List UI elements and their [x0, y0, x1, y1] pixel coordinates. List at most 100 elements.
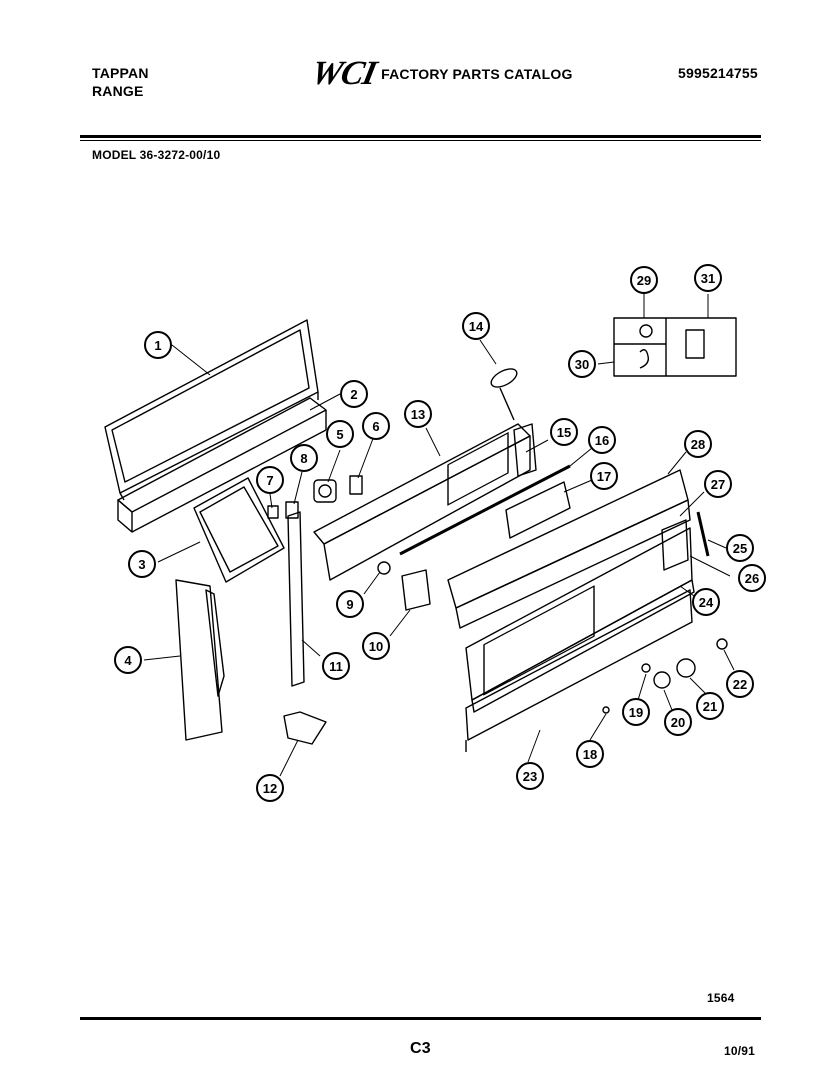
part-13-backguard-frame [313, 423, 531, 581]
callout-number: 18 [583, 747, 597, 762]
callout-number: 10 [369, 639, 383, 654]
callout-circle [696, 692, 724, 720]
callout-number: 11 [329, 659, 343, 674]
callout-number: 24 [699, 595, 714, 610]
callout-24: 24 [692, 588, 720, 616]
callout-7: 7 [256, 466, 284, 494]
callout-circle [336, 590, 364, 618]
callout-circle [362, 412, 390, 440]
callout-11: 11 [322, 652, 350, 680]
part-8-clip [285, 501, 299, 519]
callout-circle [462, 312, 490, 340]
revision-date: 10/91 [724, 1044, 756, 1058]
part-18-screw [602, 706, 610, 714]
callout-number: 27 [711, 477, 725, 492]
callout-circle [622, 698, 650, 726]
callout-circle [340, 380, 368, 408]
callout-circle [362, 632, 390, 660]
callout-2: 2 [340, 380, 368, 408]
callout-number: 1 [154, 338, 161, 353]
catalog-header: WCI FACTORY PARTS CATALOG [308, 55, 573, 93]
callout-number: 8 [300, 451, 307, 466]
callout-number: 9 [346, 597, 353, 612]
part-21-knob [676, 658, 696, 678]
callout-circle [322, 652, 350, 680]
part-3-end-bracket [193, 477, 285, 583]
callout-number: 4 [124, 653, 132, 668]
callout-number: 29 [637, 273, 651, 288]
callout-circle [630, 266, 658, 294]
callout-circle [738, 564, 766, 592]
part-9-knob [377, 561, 391, 575]
part-30-spring-clip [639, 349, 650, 369]
part-27-control-panel [465, 527, 693, 701]
part-19-spring [641, 663, 651, 673]
callout-number: 16 [595, 433, 609, 448]
callout-16: 16 [588, 426, 616, 454]
page-code: C3 [410, 1040, 431, 1057]
callout-26: 26 [738, 564, 766, 592]
callout-21: 21 [696, 692, 724, 720]
part-23-lower-panel [465, 589, 693, 752]
callout-29: 29 [630, 266, 658, 294]
callout-number: 28 [691, 437, 705, 452]
part-20-knob [653, 671, 671, 689]
catalog-part-number: 5995214755 [678, 65, 758, 81]
callout-bubbles: 1234567891011121314151617181920212223242… [114, 264, 766, 802]
callout-30: 30 [568, 350, 596, 378]
callout-circle [144, 331, 172, 359]
callout-25: 25 [726, 534, 754, 562]
part-1-trim-panel [104, 319, 319, 501]
part-11-strap [287, 511, 305, 687]
callout-31: 31 [694, 264, 722, 292]
callout-28: 28 [684, 430, 712, 458]
callout-circle [550, 418, 578, 446]
callout-circle [726, 670, 754, 698]
model-number: MODEL 36-3272-00/10 [92, 148, 221, 162]
part-4-side-trim [175, 579, 225, 741]
part-10-plate [401, 569, 431, 611]
callout-1: 1 [144, 331, 172, 359]
part-31-switch [685, 329, 705, 359]
callout-8: 8 [290, 444, 318, 472]
callout-circle [326, 420, 354, 448]
callout-number: 30 [575, 357, 589, 372]
part-28-console-cap [447, 469, 691, 629]
callout-leaders [143, 294, 735, 777]
part-15-bracket [513, 423, 537, 477]
callout-6: 6 [362, 412, 390, 440]
callout-5: 5 [326, 420, 354, 448]
callout-number: 15 [557, 425, 571, 440]
callout-9: 9 [336, 590, 364, 618]
callout-15: 15 [550, 418, 578, 446]
part-16-tube [399, 464, 571, 556]
footer-rule [80, 1017, 761, 1020]
callout-number: 6 [372, 419, 379, 434]
drawing-number: 1564 [707, 991, 735, 1005]
callout-23: 23 [516, 762, 544, 790]
callout-number: 23 [523, 769, 537, 784]
callout-number: 17 [597, 469, 611, 484]
header-rule-thin [80, 140, 761, 141]
callout-circle [290, 444, 318, 472]
part-5-switch [313, 479, 337, 503]
part-24-trim-strip [471, 579, 695, 713]
callout-19: 19 [622, 698, 650, 726]
callout-number: 19 [629, 705, 643, 720]
callout-circle [664, 708, 692, 736]
part-26-vent [661, 519, 689, 571]
callout-circle [588, 426, 616, 454]
callout-20: 20 [664, 708, 692, 736]
callout-number: 31 [701, 271, 715, 286]
callout-4: 4 [114, 646, 142, 674]
callout-27: 27 [704, 470, 732, 498]
callout-circle [256, 466, 284, 494]
callout-10: 10 [362, 632, 390, 660]
callout-circle [726, 534, 754, 562]
callout-number: 5 [336, 427, 343, 442]
brand-name: TAPPAN [92, 65, 149, 81]
callout-12: 12 [256, 774, 284, 802]
part-6-clip [349, 475, 363, 495]
callout-number: 3 [138, 557, 145, 572]
